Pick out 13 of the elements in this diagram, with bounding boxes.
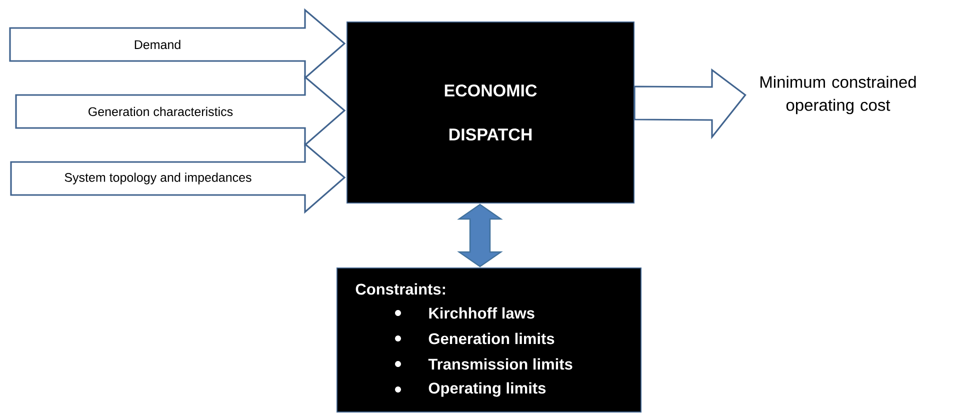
edge-label: System topology and impedances [63, 172, 253, 186]
list-item: Operating limits [428, 382, 546, 397]
box-heading: Constraints: [356, 283, 445, 295]
double-arrow [457, 204, 503, 268]
list-item: Kirchhoff laws [429, 307, 534, 319]
dispatch-box: ECONOMIC DISPATCH [346, 22, 634, 204]
constraints-box [336, 268, 642, 412]
edge-label: Generation characteristics [86, 106, 234, 118]
arrow [9, 8, 346, 80]
arrow [634, 68, 746, 140]
list-item: Transmission limits [428, 358, 572, 370]
result-text: Minimum constrained operating cost [760, 76, 916, 114]
list-item: Generation limits [428, 332, 554, 344]
